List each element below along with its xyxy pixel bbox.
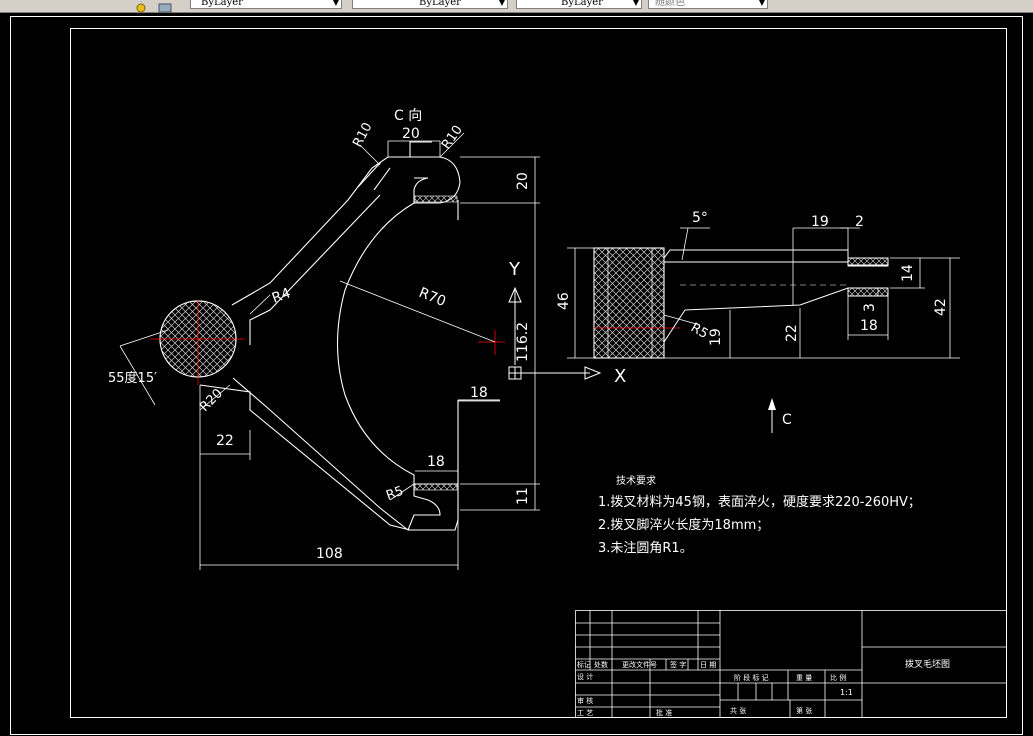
dim-18-low: 18 [427, 454, 445, 470]
linetype-dropdown-value: ByLayer [419, 0, 461, 8]
sheet-border-outer [10, 16, 1023, 735]
tb-cell-mark: 标记 [577, 660, 591, 669]
technical-notes: 技术要求 1.拨叉材料为45钢，表面淬火，硬度要求220-260HV； 2.拨叉… [598, 474, 921, 556]
view-arrow-label: C [782, 412, 792, 428]
dim-19-left: 19 [708, 328, 724, 346]
chevron-down-icon: ▼ [632, 0, 639, 7]
title-block-texts: 标记 处数 更改文件号 签 字 日 期 设 计 阶 段 标 记 重 量 比 例 … [577, 658, 950, 717]
dim-2: 2 [855, 214, 864, 230]
dim-14: 14 [900, 264, 916, 282]
tb-cell-design: 设 计 [577, 672, 593, 681]
dim-r4: R4 [270, 285, 293, 306]
tb-cell-process: 工 艺 [577, 709, 593, 717]
tb-cell-weight: 重 量 [796, 674, 812, 682]
axis-y-label: Y [508, 259, 521, 280]
dim-r10-right: R10 [439, 123, 466, 153]
plotstyle-dropdown-value: 随颜色 [655, 0, 685, 8]
color-dropdown-value: ByLayer [201, 0, 243, 8]
dim-11: 11 [515, 487, 531, 505]
dim-20-top: 20 [402, 126, 420, 142]
tb-drawing-name: 拨叉毛坯图 [905, 658, 950, 670]
dim-108: 108 [316, 546, 343, 562]
tb-cell-approve: 批 准 [656, 708, 672, 717]
section-view [567, 227, 960, 433]
dim-18-mid: 18 [470, 385, 488, 401]
dim-r5-left: R5 [384, 484, 405, 504]
notes-line-3: 3.未注圆角R1。 [598, 541, 693, 556]
tb-cell-sheet-no: 第 张 [796, 706, 812, 715]
dim-22-right: 22 [784, 324, 800, 342]
dimension-texts: C 向 20 20 R10 R10 R4 R70 R20 R5 55度15′ 2… [108, 108, 949, 562]
dim-3: 3 [862, 303, 878, 312]
chevron-down-icon: ▼ [332, 0, 339, 7]
plotstyle-dropdown[interactable]: 随颜色 ▼ [648, 0, 768, 9]
tb-cell-sign: 签 字 [670, 660, 686, 669]
fork-tip-hatch-bottom [414, 483, 458, 491]
tb-cell-scale: 比 例 [830, 673, 846, 682]
title-block [575, 610, 1007, 718]
dim-r10-left: R10 [350, 120, 375, 150]
dim-46: 46 [556, 292, 572, 310]
notes-line-2: 2.拨叉脚淬火长度为18mm； [598, 517, 769, 533]
chevron-down-icon: ▼ [498, 0, 505, 7]
tb-cell-review: 审 核 [577, 696, 593, 705]
drawing-canvas[interactable]: C 向 20 20 R10 R10 R4 R70 R20 R5 55度15′ 2… [0, 13, 1033, 736]
ucs-axes [508, 286, 602, 380]
dim-19-top: 19 [811, 214, 829, 230]
layer-tool-icon[interactable] [158, 0, 172, 13]
dim-22-left: 22 [216, 433, 234, 449]
layer-state-icon[interactable] [136, 0, 148, 13]
tb-cell-stage: 阶 段 标 记 [734, 673, 769, 682]
axis-x-label: X [614, 366, 626, 387]
dim-r70: R70 [417, 285, 449, 310]
hub-section [150, 300, 245, 385]
dim-116: 116.2 [515, 322, 531, 362]
dim-5deg: 5° [692, 210, 708, 226]
dim-r20: R20 [197, 386, 226, 415]
linetype-dropdown[interactable]: ByLayer ▼ [352, 0, 508, 9]
notes-line-1: 1.拨叉材料为45钢，表面淬火，硬度要求220-260HV； [598, 494, 921, 510]
chevron-down-icon: ▼ [758, 0, 765, 7]
tb-cell-docno: 更改文件号 [622, 660, 657, 669]
tb-cell-total-sheets: 共 张 [730, 706, 746, 715]
cad-toolbar: ByLayer ▼ ByLayer ▼ ByLayer ▼ 随颜色 ▼ [0, 0, 1033, 13]
sheet-border-inner [70, 28, 1007, 718]
dim-20-right: 20 [515, 172, 531, 190]
dimension-lines-left [119, 132, 540, 570]
lineweight-dropdown-value: ByLayer [561, 0, 603, 8]
dim-18-right: 18 [860, 318, 878, 334]
notes-title: 技术要求 [616, 474, 656, 487]
tb-cell-count: 处数 [594, 660, 608, 669]
dim-42: 42 [933, 298, 949, 316]
dim-r5-right: R5 [688, 320, 710, 342]
view-label: C 向 [394, 108, 422, 124]
lineweight-dropdown[interactable]: ByLayer ▼ [516, 0, 642, 9]
color-dropdown[interactable]: ByLayer ▼ [190, 0, 342, 9]
tb-scale-value: 1:1 [840, 688, 853, 697]
dim-angle: 55度15′ [108, 370, 157, 386]
tb-cell-date: 日 期 [700, 661, 716, 669]
fork-tip-hatch-top [414, 195, 458, 203]
